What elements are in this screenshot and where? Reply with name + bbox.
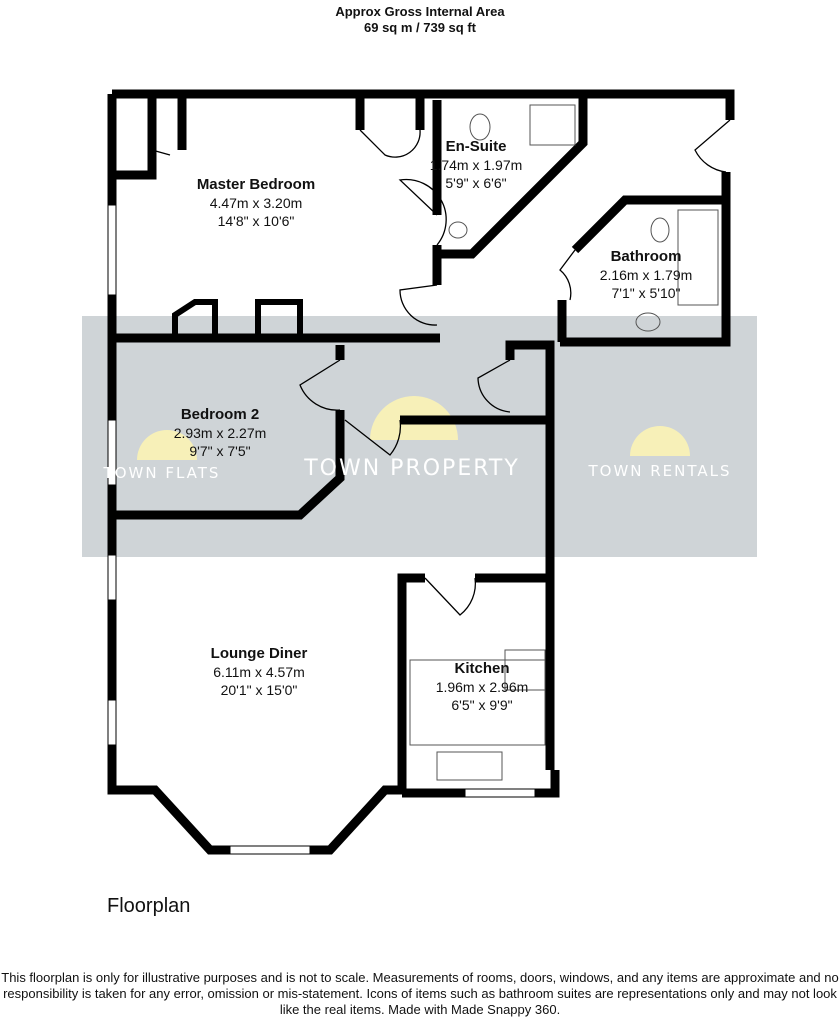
room-name: Master Bedroom (197, 176, 315, 193)
walls (107, 89, 735, 855)
room-imperial: 5'9" x 6'6" (445, 175, 506, 191)
fixtures (409, 104, 719, 781)
area-title: Approx Gross Internal Area (335, 4, 505, 19)
room-metric: 1.74m x 1.97m (430, 157, 523, 173)
room-name: Lounge Diner (211, 645, 308, 662)
room-metric: 6.11m x 4.57m (213, 664, 305, 680)
room-metric: 4.47m x 3.20m (210, 195, 303, 211)
wardrobes (172, 299, 303, 338)
room-name: En-Suite (446, 138, 507, 155)
room-name: Bathroom (611, 248, 682, 265)
room-imperial: 20'1" x 15'0" (221, 682, 298, 698)
room-name: Bedroom 2 (181, 406, 259, 423)
room-metric: 1.96m x 2.96m (436, 679, 529, 695)
room-imperial: 6'5" x 9'9" (451, 697, 512, 713)
room-metric: 2.16m x 1.79m (600, 267, 693, 283)
disclaimer: This floorplan is only for illustrative … (1, 970, 839, 1017)
room-en-suite: En-Suite 1.74m x 1.97m 5'9" x 6'6" (430, 138, 523, 191)
watermark-town-rentals: TOWN RENTALS (587, 462, 731, 480)
room-name: Kitchen (454, 660, 509, 677)
room-bedroom-2: Bedroom 2 2.93m x 2.27m 9'7" x 7'5" (174, 406, 267, 459)
room-imperial: 9'7" x 7'5" (189, 443, 250, 459)
area-header: Approx Gross Internal Area 69 sq m / 739… (0, 4, 840, 36)
room-kitchen: Kitchen 1.96m x 2.96m 6'5" x 9'9" (436, 660, 529, 713)
room-lounge-diner: Lounge Diner 6.11m x 4.57m 20'1" x 15'0" (211, 645, 308, 698)
room-imperial: 14'8" x 10'6" (218, 213, 295, 229)
watermark-town-property: TOWN PROPERTY (303, 456, 520, 481)
area-value: 69 sq m / 739 sq ft (364, 20, 476, 35)
windows (107, 204, 536, 855)
room-metric: 2.93m x 2.27m (174, 425, 267, 441)
watermark-town-flats: TOWN FLATS (103, 464, 221, 482)
room-imperial: 7'1" x 5'10" (612, 285, 681, 301)
door-swings (151, 119, 731, 616)
plan-label: Floorplan (107, 895, 191, 917)
room-bathroom: Bathroom 2.16m x 1.79m 7'1" x 5'10" (600, 248, 693, 301)
room-master-bedroom: Master Bedroom 4.47m x 3.20m 14'8" x 10'… (197, 176, 315, 229)
